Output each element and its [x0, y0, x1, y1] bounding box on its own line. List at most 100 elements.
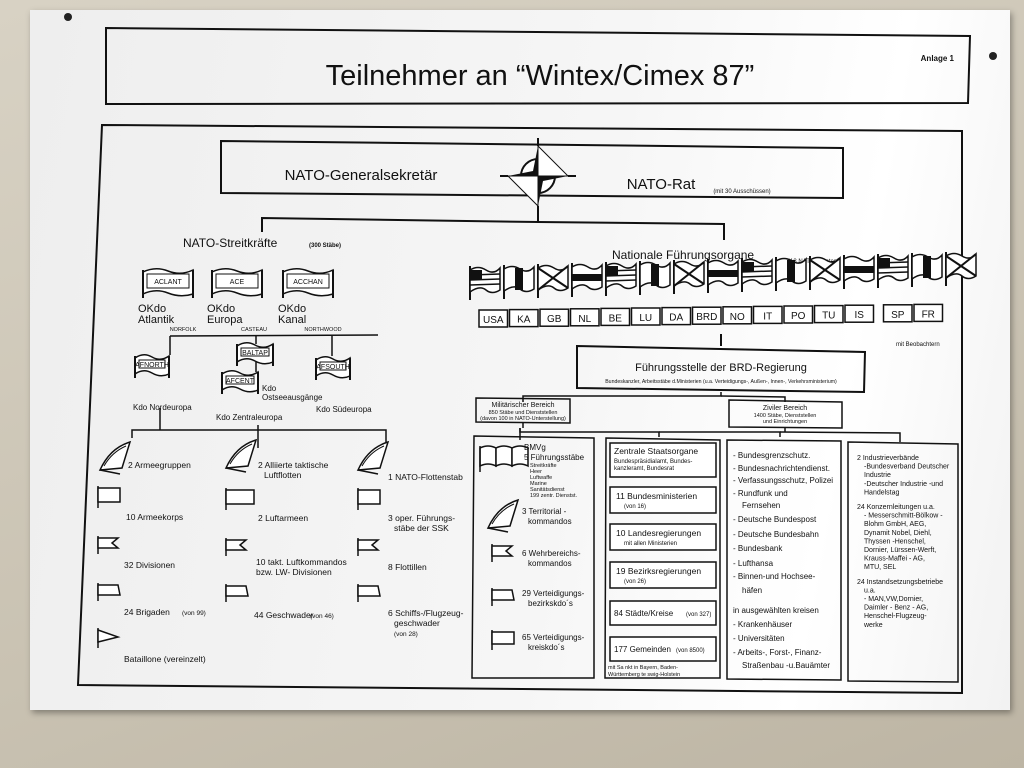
- country-box-tu: [813, 304, 844, 324]
- left-lower-connectors: [131, 408, 387, 448]
- navy-item: 1 NATO-Flottenstab: [388, 472, 463, 482]
- civil-sector-title: Ziviler Bereich: [763, 405, 807, 412]
- industry-item: Dornier, Lürssen-Werft,: [864, 547, 936, 554]
- industry-item: Krauss-Maffei - AG,: [864, 556, 925, 563]
- state-organ-box: [609, 636, 717, 662]
- command-label1: OKdo: [207, 303, 235, 315]
- mil-item-sub: 199 zentr. Dienstst.: [530, 493, 578, 499]
- brigade-flag-icon: [97, 583, 121, 601]
- country-code: KA: [517, 315, 531, 326]
- state-organ-title: 10 Landesregierungen: [616, 528, 701, 538]
- command-label1: OKdo: [138, 303, 166, 315]
- industry-item: Daimler - Benz - AG,: [864, 605, 928, 612]
- agency-item: - Universitäten: [733, 634, 785, 643]
- district-command-flag-icon: [491, 588, 515, 606]
- country-box-brd: [691, 306, 722, 325]
- command-location: NORFOLK: [170, 327, 197, 333]
- industry-item: werke: [863, 622, 883, 629]
- country-code: NO: [730, 312, 745, 323]
- flag-icon-da: [673, 259, 705, 294]
- country-box-sp: [882, 304, 913, 323]
- brd-title: Führungsstelle der BRD-Regierung: [635, 362, 807, 374]
- nato-secretary-label: NATO-Generalsekretär: [285, 167, 438, 184]
- army-item-note: (von 99): [182, 610, 206, 617]
- flag-icon-no: [741, 257, 773, 292]
- state-organ-title: 84 Städte/Kreise: [614, 609, 674, 618]
- agency-item: - Deutsche Bundespost: [733, 515, 817, 524]
- division-flag-icon: [97, 536, 121, 554]
- page-title: Teilnehmer an “Wintex/Cimex 87”: [326, 60, 755, 92]
- flag-icon-tu: [843, 254, 875, 289]
- agency-item: - Arbeits-, Forst-, Finanz-: [733, 648, 822, 657]
- country-flags: [469, 251, 977, 300]
- flag-icon-is: [877, 253, 909, 288]
- state-organ-note: (von 327): [686, 612, 711, 618]
- mil-item: 5 Führungsstäbe: [524, 453, 585, 462]
- military-sector-line2: (davon 100 in NATO-Unterstellung): [480, 416, 566, 422]
- state-organ-note: (von 16): [624, 504, 646, 510]
- navy-item: stäbe der SSK: [394, 523, 449, 533]
- military-sector-box: [475, 397, 571, 424]
- army-item: 24 Brigaden: [124, 607, 170, 617]
- country-code: GB: [547, 314, 562, 325]
- flag-icon-brd: [707, 258, 739, 293]
- country-code: IS: [855, 310, 865, 321]
- country-box-be: [600, 307, 631, 327]
- county-command-flag-icon: [491, 630, 515, 650]
- country-code: BRD: [696, 312, 717, 323]
- country-box-is: [844, 304, 875, 323]
- command-label2: Kanal: [278, 314, 306, 326]
- brd-branch-connectors: [519, 392, 901, 442]
- civil-sector-line2: und Einrichtungen: [763, 419, 807, 425]
- command-label1: OKdo: [278, 303, 306, 315]
- country-code: LU: [639, 313, 652, 324]
- operational-staff-flag-icon: [357, 488, 381, 510]
- nato-forces-heading: NATO-Streitkräfte: [183, 236, 278, 250]
- command-flag-ace-label: ACE: [230, 279, 245, 286]
- state-footnote-1: mit Sa nkt in Bayern, Baden-: [608, 665, 678, 671]
- state-footnote-2: Württemberg te swig-Holstein: [608, 672, 680, 678]
- country-code: TU: [822, 311, 835, 322]
- country-code: DA: [669, 313, 683, 324]
- agency-item: - Bundesbank: [733, 544, 783, 553]
- command-label2: Europa: [207, 314, 243, 326]
- army-item: 10 Armeekorps: [126, 512, 183, 522]
- air-item: 2 Alliierte taktische: [258, 460, 329, 470]
- screw-icon: [989, 52, 997, 60]
- top-connectors: [261, 214, 725, 240]
- industry-item: 2 Industrieverbände: [857, 455, 919, 462]
- mil-item: kommandos: [528, 517, 572, 526]
- state-organs-column-box: [604, 437, 721, 679]
- country-box-ka: [508, 308, 539, 328]
- subcommand-flag-afcent: AFCENT: [221, 370, 259, 394]
- army-group-pennant-icon: [98, 440, 132, 475]
- country-code: FR: [922, 309, 935, 320]
- state-organ-note: mit allen Ministerien: [624, 541, 677, 547]
- country-code: USA: [483, 315, 504, 326]
- flag-icon-be: [605, 261, 637, 296]
- state-organ-title: 177 Gemeinden: [614, 645, 671, 654]
- industry-item: Industrie: [864, 472, 891, 479]
- country-box-po: [783, 305, 814, 324]
- civil-sector-line1: 1400 Stäbe, Dienststellen: [754, 413, 817, 419]
- industry-item: Dynamit Nobel, Diehl,: [864, 530, 932, 537]
- subcommand-flag-baltap: BALTAP: [236, 342, 274, 366]
- state-items: Zentrale StaatsorganeBundespräsidialamt,…: [609, 442, 717, 662]
- fleet-staff-pennant-icon: [356, 440, 390, 475]
- commands-baseline: [169, 334, 379, 337]
- state-organ-box: [609, 486, 717, 514]
- subcommand-label2: Ostseeausgänge: [262, 393, 323, 402]
- country-box-gb: [539, 308, 570, 327]
- command-location: CASTEAU: [241, 327, 267, 333]
- corps-flag-icon: [97, 486, 121, 508]
- flag-icon-ka: [503, 264, 535, 299]
- mil-item: bezirkskdo´s: [528, 599, 573, 608]
- nato-compass-star-icon: [500, 138, 576, 214]
- command-flag-acchan-label: ACCHAN: [293, 279, 323, 286]
- agency-item: - Bundesgrenzschutz.: [733, 451, 810, 460]
- agency-item: Straßenbau -u.Bauämter: [742, 661, 830, 670]
- agencies-column-box: [726, 439, 842, 681]
- state-organ-title: 11 Bundesministerien: [616, 491, 697, 501]
